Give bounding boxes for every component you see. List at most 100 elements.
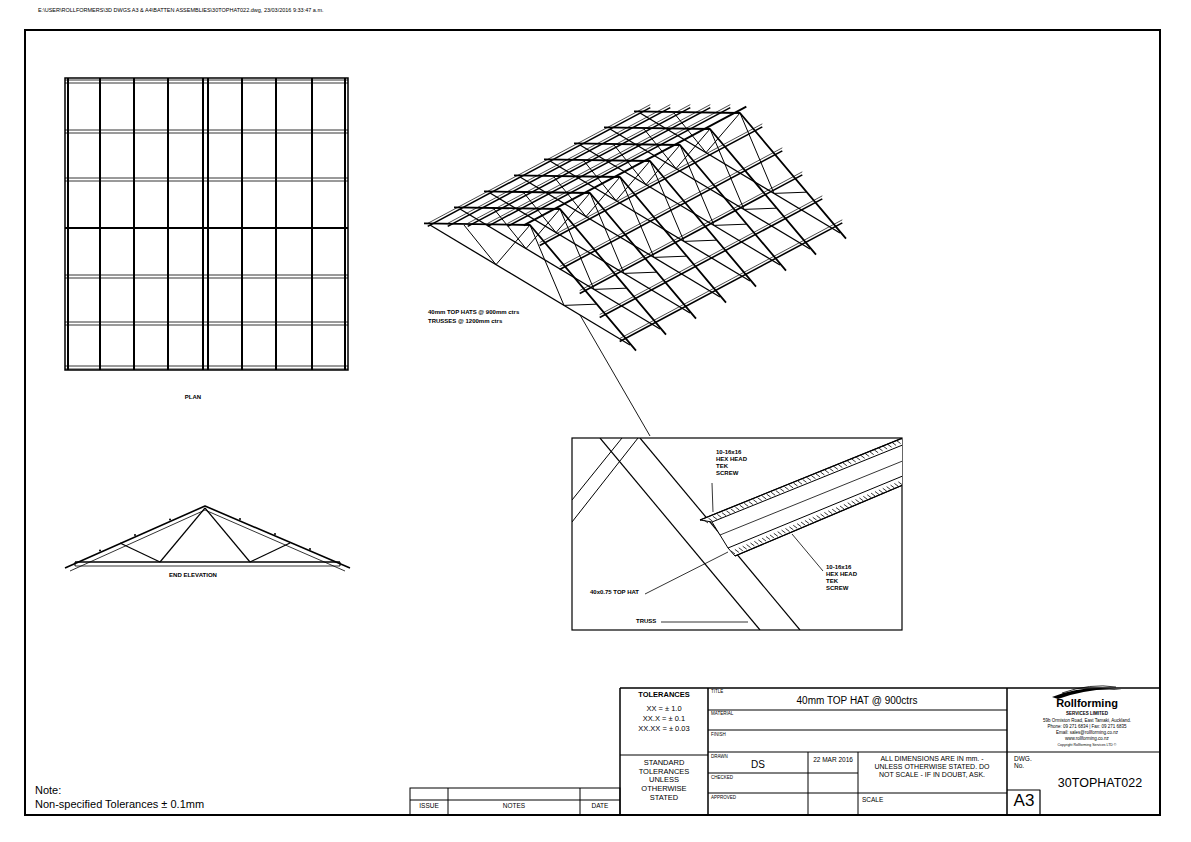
- plan-top-hat-line: [65, 325, 348, 326]
- truss-web: [774, 192, 806, 193]
- note-text: Non-specified Tolerances ± 0.1mm: [35, 798, 204, 811]
- plan-truss-line: [99, 78, 101, 370]
- screw-hatch: [805, 520, 809, 523]
- screw-hatch: [771, 492, 775, 495]
- plan-outline: [65, 78, 348, 370]
- screw-hatch: [820, 472, 824, 475]
- truss-web: [744, 208, 776, 209]
- elevation-top-chord: [70, 510, 345, 571]
- callout-leader: [792, 534, 823, 571]
- title-block-line: [858, 752, 859, 815]
- top-hat-batten: [488, 108, 711, 227]
- screw-hatch: [825, 470, 829, 473]
- top-hat-batten: [540, 124, 763, 243]
- screw-hatch: [731, 509, 735, 512]
- callout-leader: [645, 552, 728, 594]
- elevation-bottom-chord: [75, 566, 340, 567]
- title-block-line: [708, 730, 1007, 731]
- revision-table-line: [580, 788, 581, 815]
- top-hat-section: [134, 534, 136, 536]
- title-block-line: [708, 751, 1160, 752]
- screw-hatch: [713, 516, 717, 519]
- screw-hatch: [762, 496, 766, 499]
- tolerance-value: XX.XX = ± 0.03: [638, 725, 689, 734]
- screw-hatch: [776, 490, 780, 493]
- screw-hatch: [735, 549, 739, 552]
- callout-label: 10-16x16 HEX HEAD TEK SCREW: [716, 449, 750, 477]
- screw-hatch: [892, 442, 896, 445]
- screw-hatch: [871, 493, 875, 496]
- plan-top-hat-line: [65, 366, 348, 367]
- drawing-title: 40mm TOP HAT @ 900ctrs: [797, 695, 918, 707]
- screw-hatch: [794, 483, 798, 486]
- truss-web: [714, 224, 746, 225]
- screw-hatch: [848, 503, 852, 506]
- screw-hatch: [782, 530, 786, 533]
- plan-truss-line: [133, 78, 135, 370]
- sheet-border: [25, 30, 1160, 815]
- screw-hatch: [747, 545, 751, 548]
- screw-hatch: [874, 450, 878, 453]
- plan-top-hat-line: [65, 133, 348, 134]
- screw-hatch: [894, 483, 898, 486]
- detail-leader: [580, 315, 650, 436]
- screw-hatch: [758, 540, 762, 543]
- plan-top-hat-line: [65, 181, 348, 182]
- top-hat-batten: [620, 223, 843, 342]
- screw-hatch: [829, 468, 833, 471]
- plan-truss-line: [167, 78, 169, 370]
- truss-web: [594, 288, 626, 289]
- truss-web: [560, 209, 594, 289]
- plan-top-hat-line: [65, 80, 348, 81]
- screw-hatch: [793, 525, 797, 528]
- screw-hatch: [836, 508, 840, 511]
- field-name: TITLE: [711, 689, 723, 694]
- top-hat-batten: [540, 127, 763, 246]
- company-address: 59b Ormiston Road, East Tamaki, Auckland…: [1043, 718, 1131, 723]
- screw-hatch: [778, 532, 782, 535]
- plan-truss-line: [275, 78, 277, 370]
- revision-table-line: [410, 800, 620, 801]
- screw-hatch: [754, 541, 758, 544]
- elevation-web: [250, 543, 290, 562]
- screw-hatch: [740, 505, 744, 508]
- top-hat-section: [169, 519, 171, 521]
- screw-hatch: [770, 535, 774, 538]
- top-hat-batten: [620, 220, 843, 339]
- logo-swoosh: [1062, 686, 1116, 693]
- top-hat-section: [239, 518, 241, 520]
- truss-web: [740, 113, 774, 193]
- company-name: SERVICES LIMITED: [1066, 711, 1108, 716]
- screw-hatch: [852, 501, 856, 504]
- note-heading: Note:: [35, 784, 61, 797]
- screw-hatch: [852, 459, 856, 462]
- screw-hatch: [789, 527, 793, 530]
- callout-leader: [712, 483, 713, 512]
- elevation-web: [205, 508, 250, 562]
- top-hat-section: [99, 550, 101, 552]
- callout-label: TRUSS: [636, 618, 656, 625]
- copyright-note: Copyright Rollforming Services LTD ©: [1058, 743, 1117, 747]
- table-cell: DS: [751, 759, 765, 771]
- screw-hatch: [717, 514, 721, 517]
- screw-hatch: [898, 482, 902, 485]
- screw-hatch: [847, 461, 851, 464]
- plan-top-hat-line: [65, 275, 348, 276]
- screw-hatch: [750, 543, 754, 546]
- screw-hatch: [861, 455, 865, 458]
- top-hat-batten: [428, 108, 651, 227]
- truss-web: [496, 225, 530, 265]
- revision-table-line: [448, 788, 449, 815]
- screw-hatch: [824, 512, 828, 515]
- screw-hatch: [739, 548, 743, 551]
- top-hat-batten: [508, 105, 731, 224]
- screw-hatch: [797, 524, 801, 527]
- table-heading: NOTES: [503, 802, 525, 809]
- screw-hatch: [897, 441, 901, 444]
- screw-hatch: [832, 509, 836, 512]
- screw-hatch: [774, 533, 778, 536]
- screw-hatch: [766, 537, 770, 540]
- screw-hatch: [870, 452, 874, 455]
- top-hat-batten: [580, 175, 803, 294]
- detail-top-hat-edge: [700, 438, 902, 520]
